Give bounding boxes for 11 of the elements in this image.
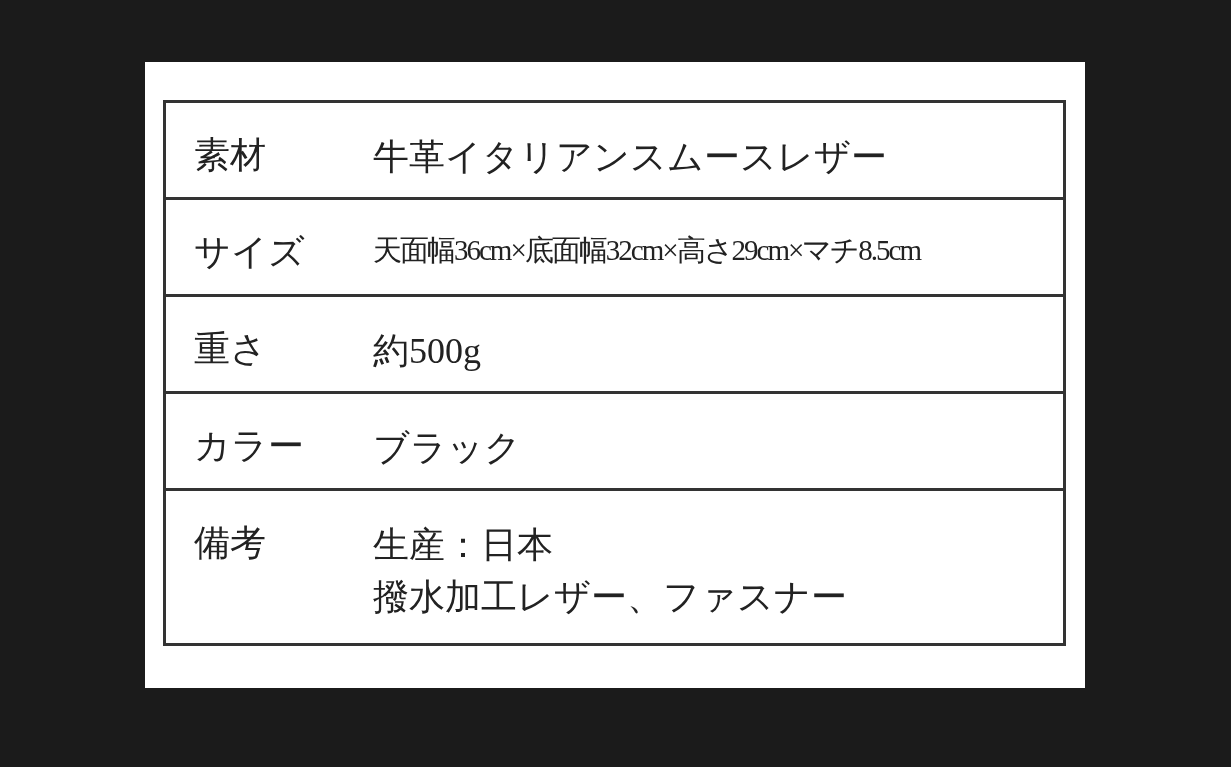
row-header: サイズ bbox=[194, 231, 305, 274]
value-text: 撥水加工レザー、ファスナー bbox=[373, 576, 847, 619]
value-text: 天面幅36cm×底面幅32cm×高さ29cm×マチ8.5cm bbox=[373, 233, 921, 268]
row-header: 素材 bbox=[194, 134, 266, 177]
value-text: 牛革イタリアンスムースレザー bbox=[373, 136, 887, 179]
row-header: 重さ bbox=[194, 328, 267, 371]
row-header: 備考 bbox=[194, 522, 266, 565]
value-text: 約500g bbox=[373, 330, 481, 373]
row-header: カラー bbox=[194, 425, 304, 468]
value-text: ブラック bbox=[373, 427, 521, 470]
value-text: 生産：日本 bbox=[373, 524, 554, 567]
